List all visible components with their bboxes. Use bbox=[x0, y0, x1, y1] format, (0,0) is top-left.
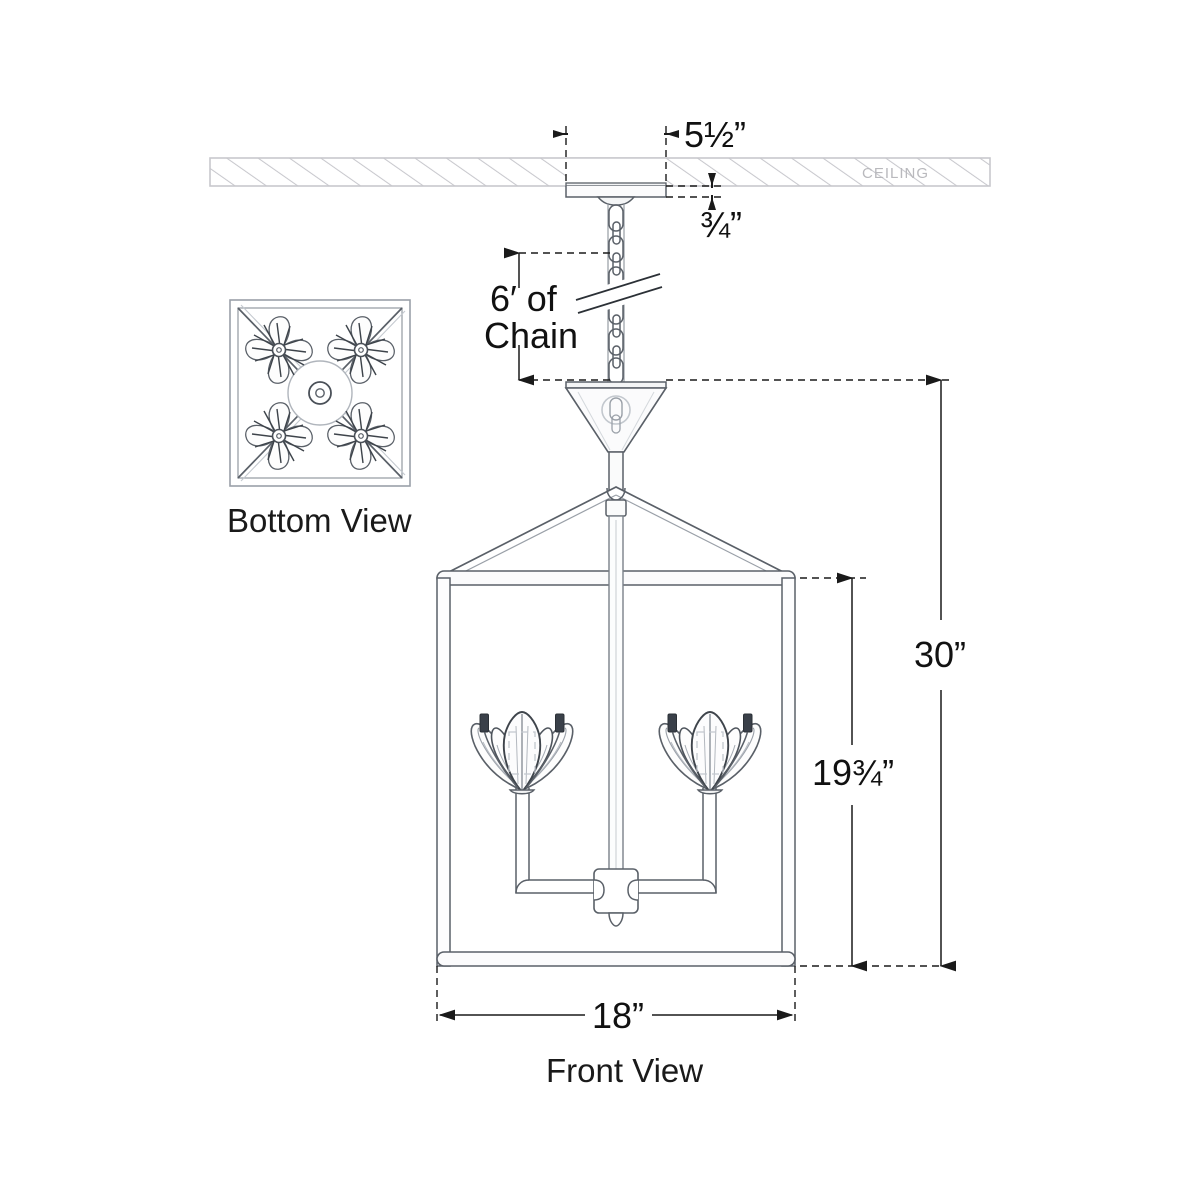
lantern-frame bbox=[436, 515, 796, 967]
break-symbol bbox=[572, 269, 664, 319]
lamp-right bbox=[658, 711, 762, 795]
suspension-chain bbox=[572, 203, 664, 385]
dimension-chain-line1: 6′ of bbox=[490, 278, 558, 319]
dimension-fixture-height-label: 30” bbox=[914, 634, 966, 675]
bottom-view-group: Bottom View bbox=[227, 299, 412, 539]
dimension-canopy-width-label: 5½” bbox=[684, 114, 746, 155]
dimension-chain-line2: Chain bbox=[484, 315, 578, 356]
dimension-canopy-height: ¾” bbox=[666, 173, 742, 245]
dimension-chain-length: 6′ of Chain bbox=[484, 247, 612, 386]
bottom-view-label: Bottom View bbox=[227, 502, 412, 539]
lamp-arm-assembly bbox=[515, 788, 717, 927]
dimension-body-height-label: 19¾” bbox=[812, 752, 894, 793]
lamp-left bbox=[470, 711, 574, 795]
ceiling-label: CEILING bbox=[862, 165, 929, 182]
dimension-canopy-height-label: ¾” bbox=[700, 204, 742, 245]
dimension-canopy-width: 5½” bbox=[553, 114, 746, 186]
canopy-plate bbox=[565, 182, 667, 206]
cone-canopy bbox=[564, 381, 668, 491]
dimension-fixture-height: 30” bbox=[666, 374, 966, 972]
dimension-body-height: 19¾” bbox=[800, 572, 894, 972]
front-view-label: Front View bbox=[546, 1052, 703, 1089]
dimension-width: 18” bbox=[436, 966, 796, 1036]
ceiling-band: CEILING bbox=[209, 157, 991, 187]
dimension-width-label: 18” bbox=[592, 995, 644, 1036]
